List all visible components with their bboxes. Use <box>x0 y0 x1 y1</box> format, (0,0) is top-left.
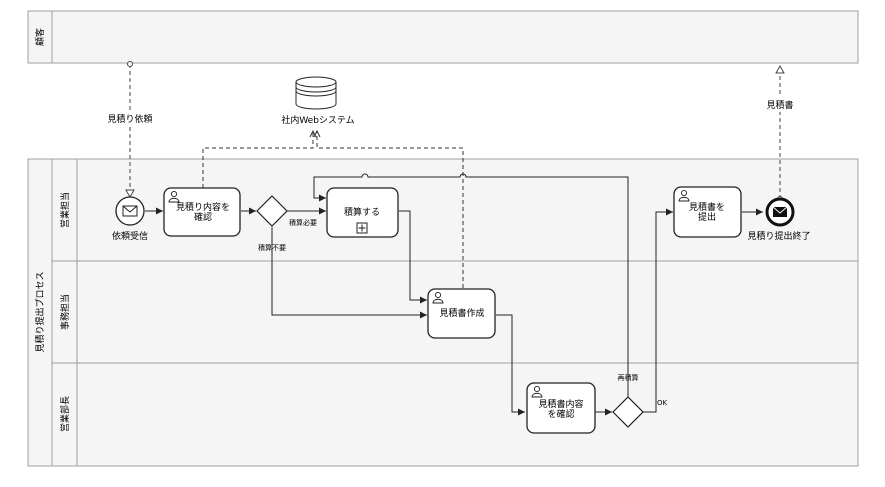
task-manager-review[interactable]: 見積書内容 を確認 <box>526 382 596 434</box>
gateway-review-result[interactable] <box>612 396 644 428</box>
gateway-estimate-needed[interactable] <box>256 195 288 227</box>
user-task-icon <box>678 189 690 202</box>
end-event[interactable] <box>765 197 795 227</box>
gateway1-no-label: 積算不要 <box>258 243 286 252</box>
sequence-flows <box>145 173 763 416</box>
user-task-icon <box>432 291 444 304</box>
gateway2-ok-label: OK <box>657 399 668 407</box>
user-task-icon <box>531 385 543 398</box>
data-associations <box>202 132 464 288</box>
data-association-heads <box>309 129 321 138</box>
task-manager-review-line2: を確認 <box>547 408 574 420</box>
pool-process-label: 見積り提出プロセス <box>34 271 46 352</box>
subprocess-expand-icon <box>356 222 368 234</box>
task-create-quote[interactable]: 見積書作成 <box>427 288 496 339</box>
start-event[interactable] <box>115 196 145 226</box>
task-confirm-request-line1: 見積り内容を <box>176 201 230 213</box>
gateway2-retry-label: 再積算 <box>618 373 639 382</box>
task-estimate-label: 積算する <box>344 206 380 218</box>
task-estimate[interactable]: 積算する <box>326 187 399 238</box>
task-submit-quote[interactable]: 見積書を 提出 <box>673 186 742 238</box>
task-manager-review-line1: 見積書内容 <box>538 398 583 410</box>
message-request-label: 見積り依頼 <box>107 113 152 125</box>
start-event-label: 依頼受信 <box>112 230 148 242</box>
task-confirm-request-line2: 確認 <box>194 211 212 223</box>
task-confirm-request[interactable]: 見積り内容を 確認 <box>163 187 241 237</box>
end-event-label: 見積り提出終了 <box>747 230 810 242</box>
lane-label-manager: 営業部長 <box>59 396 71 432</box>
task-submit-quote-line1: 見積書を <box>689 201 725 213</box>
datastore-label: 社内Webシステム <box>281 114 354 126</box>
gateway1-yes-label: 積算必要 <box>289 218 317 227</box>
user-task-icon <box>168 190 180 203</box>
message-quote-label: 見積書 <box>766 99 793 111</box>
pool-customer[interactable]: 顧客 <box>27 10 859 64</box>
lane-label-admin: 事務担当 <box>59 294 71 330</box>
task-create-quote-label: 見積書作成 <box>439 307 484 319</box>
pool-customer-label: 顧客 <box>34 28 46 46</box>
lane-label-sales: 営業担当 <box>59 192 71 228</box>
task-submit-quote-line2: 提出 <box>698 211 716 223</box>
datastore-web-system[interactable] <box>295 76 337 110</box>
